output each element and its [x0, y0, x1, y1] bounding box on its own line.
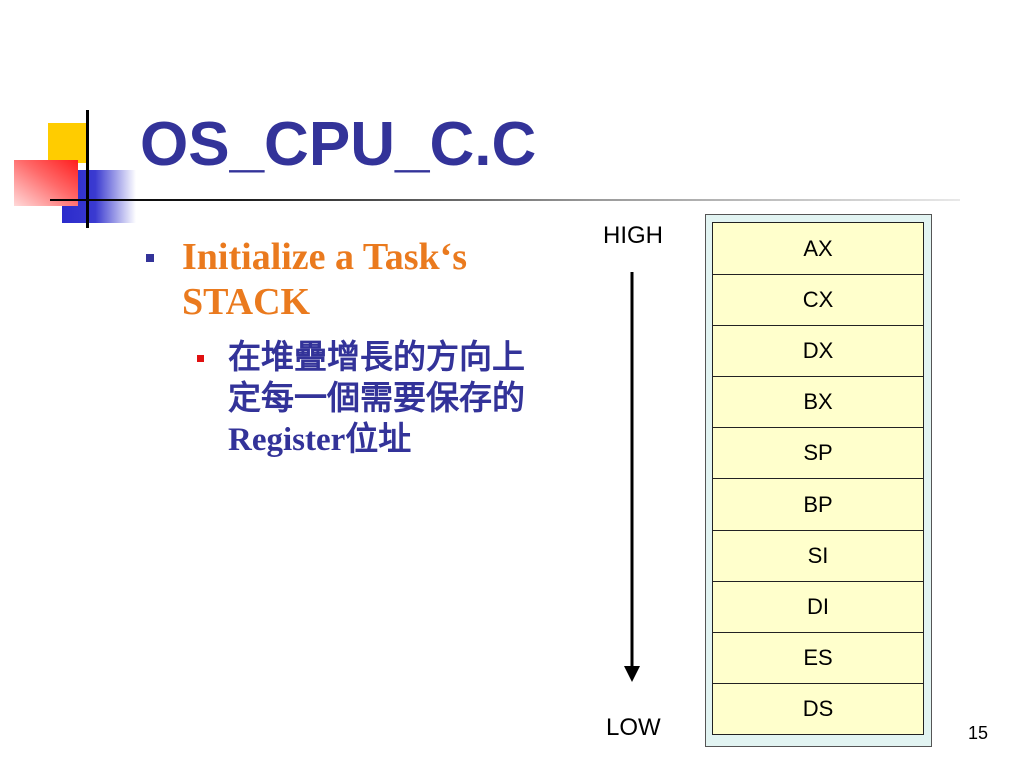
sub-bullet-line: 在堆疊增長的方向上: [228, 340, 525, 376]
register-cell-dx: DX: [713, 325, 923, 377]
register-cell-di: DI: [713, 580, 923, 632]
register-cell-cx: CX: [713, 274, 923, 326]
decorative-vertical-line: [86, 110, 89, 228]
sub-bullet-text: 在堆疊增長的方向上 定每一個需要保存的 Register位址: [228, 338, 525, 461]
register-cell-es: ES: [713, 631, 923, 683]
register-cell-ds: DS: [713, 682, 923, 734]
page-number: 15: [968, 723, 989, 743]
bullet-text: Initialize a Task‘s STACK: [182, 235, 467, 325]
sub-bullet-line: Register位址: [228, 422, 412, 458]
register-cell-ax: AX: [713, 223, 923, 275]
slide-title: OS_CPU_C.C: [140, 110, 537, 179]
low-label: LOW: [606, 714, 661, 741]
arrow-head: [624, 666, 640, 682]
bullet-line: STACK: [182, 281, 311, 323]
down-arrow-icon: [624, 272, 640, 682]
decorative-red-square: [14, 160, 78, 206]
register-cell-bx: BX: [713, 376, 923, 428]
sub-bullet-line: 定每一個需要保存的: [228, 381, 525, 417]
stack-register-table: AX CX DX BX SP BP SI DI ES DS: [712, 222, 924, 735]
sub-bullet-marker: [197, 355, 204, 362]
register-cell-si: SI: [713, 529, 923, 581]
high-label: HIGH: [603, 222, 663, 249]
bullet-line: Initialize a Task‘s: [182, 236, 468, 278]
title-underline-rule: [50, 199, 960, 201]
register-cell-sp: SP: [713, 427, 923, 479]
decorative-yellow-square: [48, 123, 86, 163]
register-cell-bp: BP: [713, 478, 923, 530]
bullet-marker: [146, 254, 154, 262]
